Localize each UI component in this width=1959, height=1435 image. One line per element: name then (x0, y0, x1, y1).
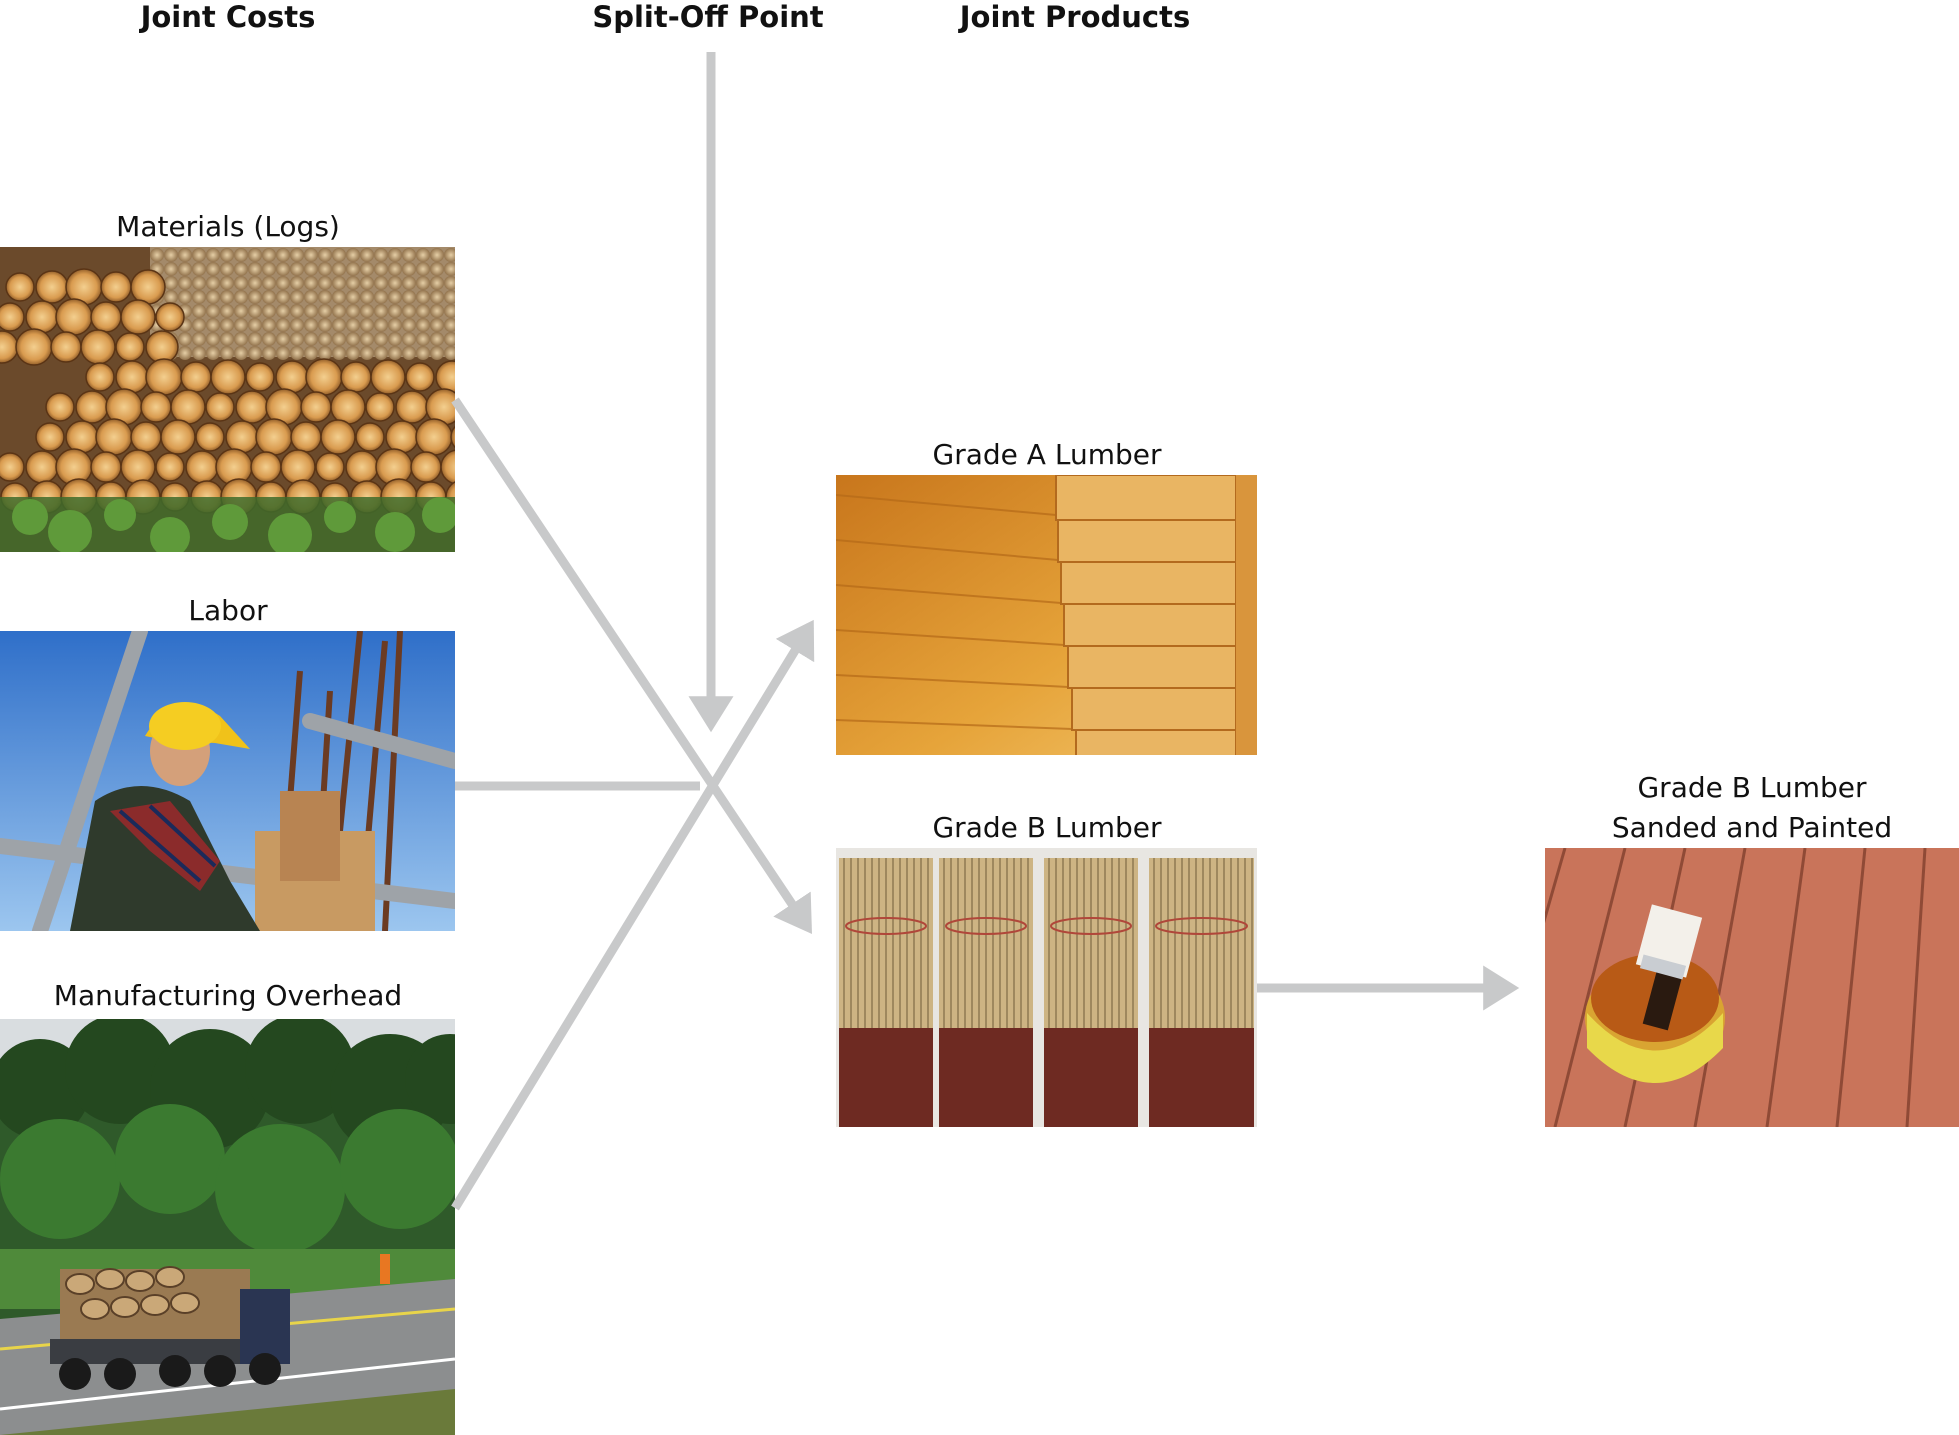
label-line-1: Grade B Lumber (1637, 771, 1867, 804)
label-grade-b-sanded-painted: Grade B Lumber Sanded and Painted (1612, 768, 1892, 848)
label-grade-b-lumber: Grade B Lumber (932, 811, 1162, 844)
grade-a-lumber-photo (836, 475, 1257, 755)
label-materials: Materials (Logs) (116, 210, 340, 243)
materials-to-grade-b-arrow (451, 397, 813, 934)
construction-worker-photo (0, 631, 455, 931)
label-grade-a-lumber: Grade A Lumber (932, 438, 1162, 471)
logging-truck-photo (0, 1019, 455, 1435)
painted-deck-photo (1545, 848, 1959, 1127)
heading-split-off-point: Split-Off Point (592, 0, 824, 34)
label-manufacturing-overhead: Manufacturing Overhead (53, 979, 403, 1012)
overhead-to-grade-a-arrow (451, 619, 815, 1211)
label-labor: Labor (188, 594, 268, 627)
heading-joint-products: Joint Products (959, 0, 1191, 34)
heading-joint-costs: Joint Costs (140, 0, 316, 34)
grade-b-lumber-photo (836, 848, 1257, 1127)
stacked-logs-photo (0, 247, 455, 552)
label-line-2: Sanded and Painted (1611, 811, 1893, 844)
